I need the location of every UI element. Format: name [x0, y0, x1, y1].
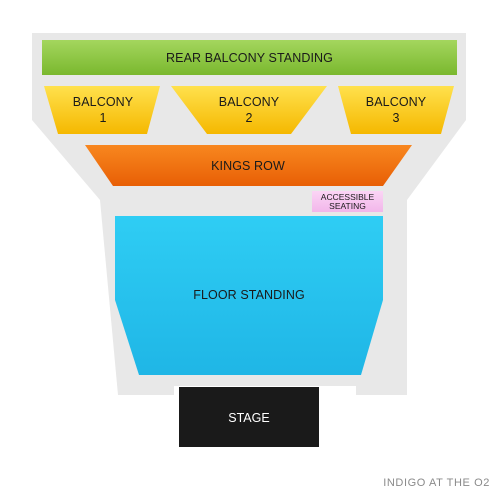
balcony-2-shape [171, 86, 327, 134]
section-balcony-3[interactable]: BALCONY 3 [338, 86, 454, 134]
venue-name: INDIGO AT THE O2 [383, 477, 490, 489]
accessible-seating-label-line2: SEATING [329, 201, 366, 211]
balcony-1-label-line1: BALCONY [73, 95, 134, 109]
rear-balcony-standing-shape [42, 40, 457, 75]
balcony-2-label-line1: BALCONY [219, 95, 280, 109]
balcony-3-shape [338, 86, 454, 134]
kings-row-shape [85, 145, 412, 186]
accessible-seating-label-line1: ACCESSIBLE [321, 192, 375, 202]
floor-standing-shape [115, 216, 383, 375]
section-kings-row[interactable]: KINGS ROW [85, 145, 412, 186]
accessible-seating-shape [312, 191, 383, 212]
balcony-3-label-line1: BALCONY [366, 95, 427, 109]
stage-shape [179, 387, 319, 447]
balcony-1-shape [44, 86, 160, 134]
section-balcony-2[interactable]: BALCONY 2 [171, 86, 327, 134]
balcony-1-label-line2: 1 [99, 111, 106, 125]
balcony-2-label-line2: 2 [245, 111, 252, 125]
balcony-3-label-line2: 3 [392, 111, 399, 125]
section-balcony-1[interactable]: BALCONY 1 [44, 86, 160, 134]
floor-standing-label: FLOOR STANDING [193, 288, 305, 302]
stage-label: STAGE [228, 411, 269, 425]
kings-row-label: KINGS ROW [211, 159, 285, 173]
stage: STAGE [179, 387, 319, 447]
section-rear-balcony-standing[interactable]: REAR BALCONY STANDING [42, 40, 457, 75]
rear-balcony-standing-label: REAR BALCONY STANDING [166, 51, 333, 65]
section-floor-standing[interactable]: FLOOR STANDING [115, 216, 383, 375]
section-accessible-seating[interactable]: ACCESSIBLE SEATING [312, 191, 383, 212]
